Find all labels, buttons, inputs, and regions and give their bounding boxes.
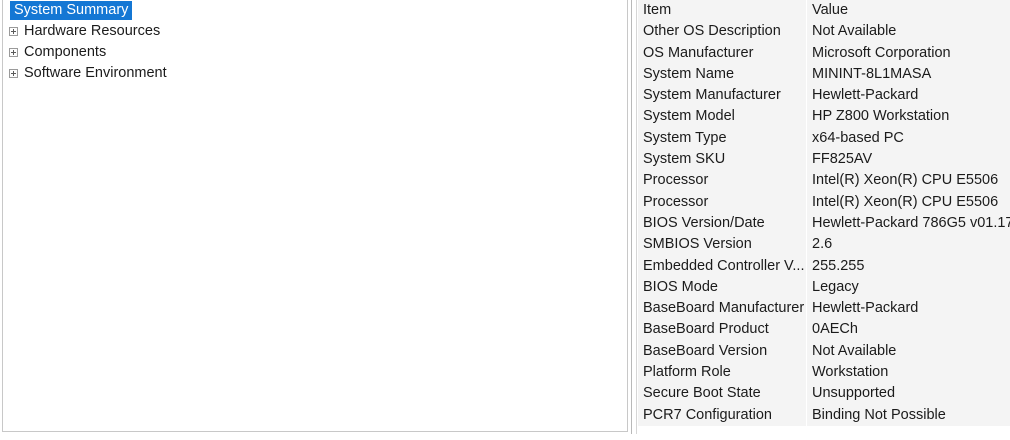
panel-divider (631, 0, 632, 434)
cell-item-name: Embedded Controller V... (643, 257, 805, 274)
detail-row[interactable]: Embedded Controller V... 255.255 (638, 255, 1010, 277)
detail-row[interactable]: BIOS Mode Legacy (638, 276, 1010, 299)
detail-row[interactable]: SMBIOS Version 2.6 (638, 234, 1010, 256)
column-separator (806, 255, 807, 277)
column-separator (806, 0, 807, 22)
cell-item-value: Intel(R) Xeon(R) CPU E5506 (812, 172, 999, 189)
tree-item-label: Components (24, 44, 107, 61)
column-separator (806, 149, 807, 171)
tree-item-label: Hardware Resources (24, 23, 161, 40)
cell-item-name: System Model (643, 108, 735, 125)
column-separator (806, 298, 807, 320)
detail-header-row[interactable]: Item Value (638, 0, 1010, 22)
cell-item-value: Hewlett-Packard (812, 300, 919, 317)
column-separator (806, 383, 807, 405)
cell-item-name: System Manufacturer (643, 87, 781, 104)
cell-item-value: 255.255 (812, 257, 865, 274)
cell-item-value: Microsoft Corporation (812, 44, 951, 61)
detail-row[interactable]: System Name MININT-8L1MASA (638, 63, 1010, 86)
column-separator (806, 234, 807, 256)
cell-item-name: SMBIOS Version (643, 236, 752, 253)
detail-row[interactable]: BaseBoard Manufacturer Hewlett-Packard (638, 298, 1010, 320)
detail-row[interactable]: System Type x64-based PC (638, 127, 1010, 150)
column-separator (806, 340, 807, 363)
tree-item-label: Software Environment (24, 65, 167, 82)
cell-item-value: Hewlett-Packard (812, 87, 919, 104)
expand-plus-icon[interactable] (9, 69, 18, 78)
cell-item-name: System SKU (643, 151, 726, 168)
cell-item-name: BaseBoard Product (643, 321, 769, 338)
cell-item-value: Intel(R) Xeon(R) CPU E5506 (812, 193, 999, 210)
cell-item-name: Platform Role (643, 364, 731, 381)
column-separator (806, 212, 807, 235)
column-separator (806, 63, 807, 86)
detail-row[interactable]: System SKU FF825AV (638, 149, 1010, 171)
cell-item-name: BaseBoard Manufacturer (643, 300, 805, 317)
column-separator (806, 42, 807, 64)
cell-item-value: x64-based PC (812, 129, 904, 146)
detail-row[interactable]: OS Manufacturer Microsoft Corporation (638, 42, 1010, 64)
detail-row[interactable]: System Manufacturer Hewlett-Packard (638, 85, 1010, 107)
cell-item-name: Other OS Description (643, 23, 781, 40)
cell-item-value: Not Available (812, 342, 897, 359)
detail-row[interactable]: Processor Intel(R) Xeon(R) CPU E5506 (638, 191, 1010, 213)
column-separator (806, 276, 807, 299)
column-header-value: Value (812, 2, 849, 18)
cell-item-name: System Name (643, 65, 735, 82)
column-separator (806, 106, 807, 128)
cell-item-name: Processor (643, 172, 709, 189)
detail-row[interactable]: Processor Intel(R) Xeon(R) CPU E5506 (638, 170, 1010, 192)
detail-row[interactable]: BaseBoard Version Not Available (638, 340, 1010, 363)
detail-row[interactable]: BaseBoard Product 0AECh (638, 319, 1010, 341)
cell-item-value: Not Available (812, 23, 897, 40)
cell-item-name: Secure Boot State (643, 385, 761, 402)
detail-row[interactable]: PCR7 Configuration Binding Not Possible (638, 404, 1010, 426)
detail-row[interactable]: Other OS Description Not Available (638, 21, 1010, 43)
column-separator (806, 127, 807, 150)
cell-item-value: Legacy (812, 278, 859, 295)
cell-item-value: FF825AV (812, 151, 873, 168)
cell-item-value: MININT-8L1MASA (812, 65, 932, 82)
panel-divider-inner (636, 0, 637, 434)
column-separator (806, 191, 807, 213)
cell-item-name: PCR7 Configuration (643, 406, 772, 423)
cell-item-value: 0AECh (812, 321, 858, 338)
detail-row[interactable]: Secure Boot State Unsupported (638, 383, 1010, 405)
column-separator (806, 21, 807, 43)
column-separator (806, 404, 807, 426)
detail-row[interactable]: Platform Role Workstation (638, 362, 1010, 384)
cell-item-name: System Type (643, 129, 727, 146)
detail-row[interactable]: System Model HP Z800 Workstation (638, 106, 1010, 128)
expand-plus-icon[interactable] (9, 48, 18, 57)
tree-item-software-environment[interactable]: Software Environment (3, 63, 627, 84)
column-header-item: Item (643, 2, 672, 18)
cell-item-value: Hewlett-Packard 786G5 v01.17, 8/ (812, 214, 1010, 231)
cell-item-value: 2.6 (812, 236, 833, 253)
tree-item-label: System Summary (10, 0, 133, 21)
cell-item-value: Workstation (812, 364, 889, 381)
tree-item-components[interactable]: Components (3, 42, 627, 63)
column-separator (806, 85, 807, 107)
column-separator (806, 170, 807, 192)
tree-item-hardware-resources[interactable]: Hardware Resources (3, 21, 627, 42)
column-separator (806, 362, 807, 384)
cell-item-name: BIOS Version/Date (643, 214, 765, 231)
cell-item-name: BaseBoard Version (643, 342, 768, 359)
cell-item-value: HP Z800 Workstation (812, 108, 950, 125)
cell-item-name: OS Manufacturer (643, 44, 754, 61)
tree-item-system-summary[interactable]: System Summary (3, 0, 627, 21)
column-separator (806, 319, 807, 341)
expand-plus-icon[interactable] (9, 27, 18, 36)
cell-item-value: Unsupported (812, 385, 896, 402)
cell-item-name: BIOS Mode (643, 278, 718, 295)
cell-item-value: Binding Not Possible (812, 406, 946, 423)
cell-item-name: Processor (643, 193, 709, 210)
detail-row[interactable]: BIOS Version/Date Hewlett-Packard 786G5 v… (638, 212, 1010, 235)
